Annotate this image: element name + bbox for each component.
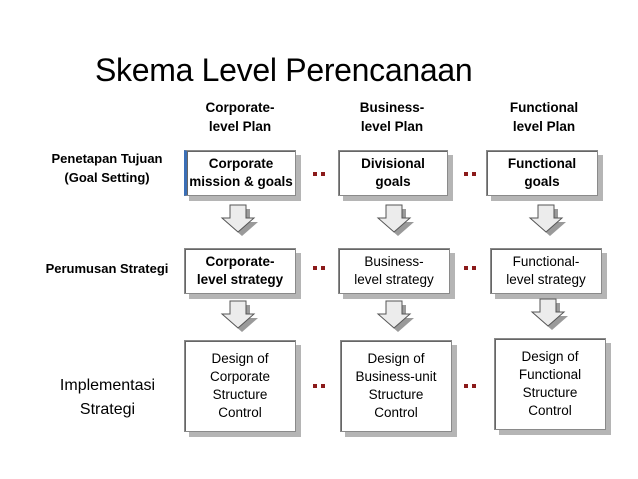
column-header-business: Business- level Plan: [359, 100, 425, 134]
column-header-functional: Functional level Plan: [509, 100, 579, 134]
connector-dots: [464, 266, 478, 270]
row-label-goal-setting: Penetapan Tujuan (Goal Setting): [51, 151, 163, 185]
connector-dots: [464, 172, 478, 176]
box-functional-goals: Functional goals: [486, 150, 598, 196]
box-corporate-mission-goals: Corporate mission & goals: [184, 150, 296, 196]
box-design-business-unit: Design of Business-unit Structure Contro…: [340, 340, 452, 432]
down-arrow-icon: [376, 300, 414, 332]
down-arrow-icon: [528, 204, 566, 236]
connector-dots: [464, 384, 478, 388]
box-corporate-level-strategy: Corporate- level strategy: [184, 248, 296, 294]
page-title: Skema Level Perencanaan: [95, 52, 473, 88]
box-functional-level-strategy: Functional- level strategy: [490, 248, 602, 294]
down-arrow-icon: [220, 204, 258, 236]
box-design-functional: Design of Functional Structure Control: [494, 338, 606, 430]
box-divisional-goals: Divisional goals: [338, 150, 448, 196]
box-design-corporate: Design of Corporate Structure Control: [184, 340, 296, 432]
connector-dots: [313, 384, 327, 388]
box-business-level-strategy: Business- level strategy: [338, 248, 450, 294]
connector-dots: [313, 266, 327, 270]
down-arrow-icon: [530, 298, 568, 330]
row-label-implementation: Implementasi Strategi: [59, 377, 156, 418]
down-arrow-icon: [376, 204, 414, 236]
connector-dots: [313, 172, 327, 176]
row-label-strategy: Perumusan Strategi: [45, 261, 169, 276]
column-header-corporate: Corporate- level Plan: [205, 100, 275, 134]
down-arrow-icon: [220, 300, 258, 332]
